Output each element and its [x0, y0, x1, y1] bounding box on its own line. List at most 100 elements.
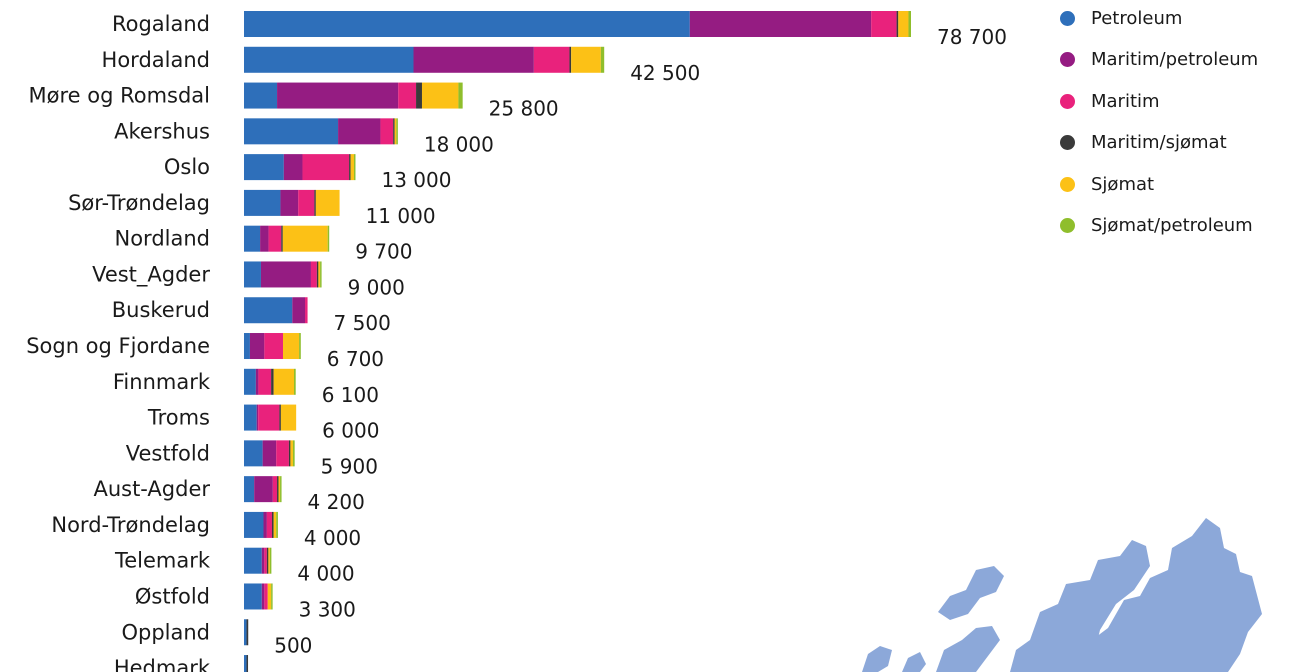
bar-segment — [413, 46, 534, 73]
category-label: Oslo — [164, 155, 210, 179]
legend-item: Maritim/petroleum — [1056, 45, 1258, 75]
bar-segment — [288, 440, 291, 467]
bar-segment — [380, 118, 394, 145]
bar-segment — [244, 333, 250, 360]
bar-segment — [318, 261, 321, 288]
bar-segment — [246, 655, 249, 672]
total-label: 9 000 — [348, 275, 405, 299]
bar-segment — [282, 333, 300, 360]
bar-segment — [280, 476, 282, 503]
bar-segment — [271, 511, 274, 538]
bar-segment — [302, 154, 350, 181]
bar-segment — [266, 547, 269, 574]
legend-label: Maritim/sjømat — [1091, 132, 1227, 153]
bar-segment — [279, 404, 281, 431]
bar-segment — [244, 476, 255, 503]
bar-segment — [277, 82, 399, 109]
category-label: Hordaland — [102, 48, 210, 72]
bar-segment — [305, 297, 308, 324]
bar-segment — [338, 118, 381, 145]
bar-segment — [282, 225, 328, 252]
bar-segment — [276, 440, 289, 467]
bar-segment — [320, 261, 322, 288]
bar-segment — [272, 476, 278, 503]
bar-segment — [327, 225, 330, 252]
bar-segment — [277, 476, 279, 503]
bar-segment — [271, 583, 273, 610]
bar-segment — [281, 225, 283, 252]
bar-segment — [258, 404, 280, 431]
bar-segment — [249, 333, 265, 360]
bar-segment — [256, 404, 259, 431]
legend-label: Sjømat/petroleum — [1091, 215, 1253, 236]
category-label: Telemark — [114, 549, 211, 573]
bar-segment — [353, 154, 356, 181]
bar-segment — [421, 82, 459, 109]
legend-item: Sjømat — [1056, 169, 1154, 199]
legend-swatch — [1060, 10, 1075, 26]
total-label: 4 000 — [304, 526, 361, 550]
bar-segment — [896, 11, 899, 37]
category-label: Nord-Trøndelag — [51, 513, 210, 537]
category-label: Akershus — [114, 119, 210, 143]
total-label: 400 — [274, 669, 312, 672]
bar-segment — [244, 261, 261, 288]
bar-segment — [290, 440, 293, 467]
legend-label: Sjømat — [1091, 173, 1155, 195]
category-label: Troms — [147, 406, 210, 430]
legend-swatch — [1060, 176, 1075, 192]
total-label: 42 500 — [630, 61, 700, 85]
map-island-2 — [936, 626, 1000, 672]
total-label: 7 500 — [334, 311, 391, 335]
bar-segment — [276, 511, 278, 538]
category-label: Østfold — [135, 584, 210, 608]
map-island-4 — [902, 652, 926, 672]
total-label: 18 000 — [424, 132, 494, 156]
norway-map-illustration — [862, 518, 1262, 672]
bar-segment — [244, 368, 256, 395]
bar-segment — [244, 82, 278, 109]
bar-segment — [689, 11, 872, 37]
total-label: 9 700 — [355, 240, 412, 264]
bar-segment — [244, 655, 247, 672]
bar-segment — [294, 368, 296, 395]
bar-segment — [264, 583, 268, 610]
category-label: Oppland — [121, 620, 210, 644]
bar-segment — [533, 46, 570, 73]
bar-segment — [298, 189, 315, 216]
bar-segment — [273, 368, 294, 395]
bar-segment — [908, 11, 911, 37]
category-label: Vest_Agder — [92, 262, 210, 287]
total-label: 4 200 — [308, 490, 365, 514]
legend-swatch — [1060, 52, 1075, 67]
bar-segment — [261, 547, 265, 574]
bar-segment — [244, 297, 293, 324]
bar-segment — [260, 225, 269, 252]
legend-label: Maritim/petroleum — [1091, 49, 1259, 70]
bar-segment — [244, 619, 247, 646]
category-label: Møre og Romsdal — [28, 84, 210, 108]
bar-segment — [264, 333, 283, 360]
legend-swatch — [1060, 218, 1075, 233]
bar-segment — [254, 476, 273, 503]
bar-segment — [244, 440, 263, 467]
bar-segment — [271, 368, 274, 395]
total-label: 6 700 — [327, 347, 384, 371]
total-label: 6 000 — [322, 419, 379, 443]
bar-segment — [262, 440, 277, 467]
legend-label: Petroleum — [1091, 7, 1183, 29]
bars — [244, 11, 911, 672]
bar-segment — [396, 118, 398, 145]
bar-segment — [571, 46, 601, 73]
category-label: Rogaland — [112, 12, 210, 36]
bar-segment — [600, 46, 605, 73]
legend-item: Maritim — [1056, 86, 1160, 116]
bar-segment — [244, 583, 262, 610]
bar-segment — [268, 225, 282, 252]
bar-segment — [283, 154, 303, 181]
map-coast-shape — [1010, 540, 1150, 672]
bar-segment — [310, 261, 317, 288]
bar-segment — [244, 46, 414, 73]
bar-segment — [314, 189, 316, 216]
map-island-1 — [938, 566, 1004, 620]
